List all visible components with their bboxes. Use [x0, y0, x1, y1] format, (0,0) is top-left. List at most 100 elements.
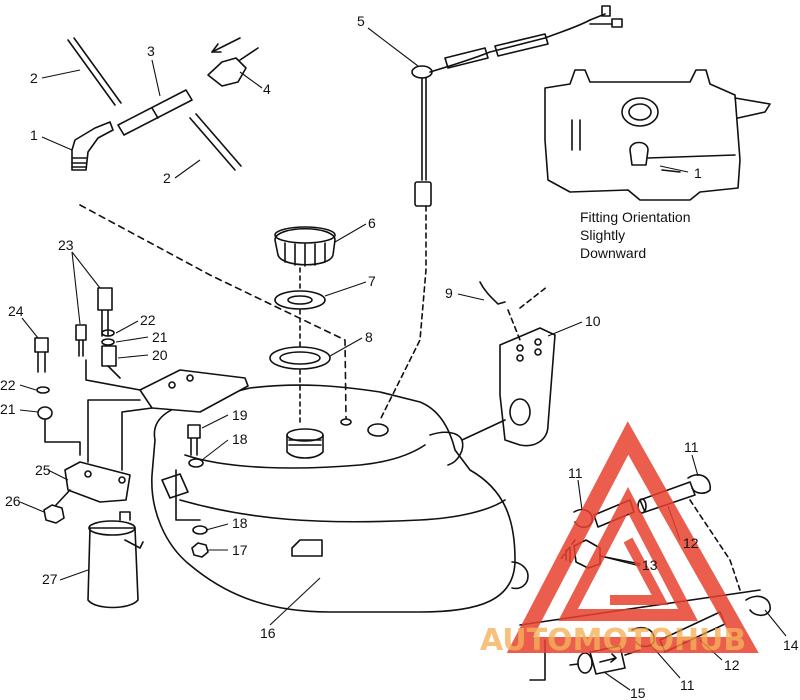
fuel-filter [87, 527, 139, 609]
callout-12-a: 12 [683, 535, 699, 551]
watermark-text: AUTOMOTOHUB [480, 623, 746, 658]
side-bracket-hole-b [534, 338, 542, 346]
sender-float [414, 181, 432, 207]
inset-tank-tab [734, 97, 771, 119]
leader-19 [201, 414, 229, 429]
callout-10: 10 [585, 313, 601, 329]
note-line-1: Fitting Orientation [580, 209, 691, 225]
bolt-19-leader [175, 469, 201, 521]
tank-vent-fitting [340, 418, 352, 426]
leader-15 [603, 671, 631, 691]
leader-14 [764, 609, 787, 637]
inset-fitting [629, 141, 649, 166]
hose-clamp-spring-upper [67, 37, 122, 106]
callout-24: 24 [8, 303, 24, 319]
lockwasher-left [37, 406, 53, 420]
sender-sleeve [444, 33, 549, 69]
callout-13: 13 [642, 557, 658, 573]
leader-24 [21, 317, 39, 339]
note-line-3: Downward [580, 245, 646, 261]
watermark-triangle-inner [558, 487, 698, 621]
inset-fitting-line [647, 154, 736, 159]
callout-5: 5 [357, 13, 365, 29]
side-bracket-slot [509, 398, 531, 426]
filler-neck-body [286, 434, 324, 459]
inset-arrow [661, 169, 681, 173]
callout-8: 8 [365, 329, 373, 345]
inset-tank-outline [544, 69, 741, 201]
filter-bracket-hole-a [84, 470, 92, 478]
callout-14: 14 [783, 637, 799, 653]
elbow-leader [79, 204, 347, 419]
callout-17: 17 [232, 542, 248, 558]
leader-23a [71, 251, 101, 289]
leader-22a [115, 320, 139, 334]
automotohub-watermark: AUTOMOTOHUB [480, 421, 759, 658]
fuel-cap-ridges [284, 242, 326, 267]
fuel-filter-top [88, 520, 136, 536]
leader-25 [47, 469, 69, 481]
sender-connector-a [601, 5, 611, 17]
cap-gasket-outer [274, 290, 326, 310]
bolt-long [97, 287, 113, 337]
bolt-left [34, 337, 49, 373]
leader-16 [269, 577, 321, 626]
watermark-triangle-outer [506, 421, 759, 653]
tank-side-spout [511, 561, 529, 590]
nut-17 [191, 542, 209, 558]
callout-9: 9 [445, 285, 453, 301]
nut-26-leader [55, 489, 71, 506]
note-line-2: Slightly [580, 227, 625, 243]
callout-4: 4 [263, 81, 271, 97]
side-bracket-leader [461, 419, 506, 441]
filter-bracket [64, 461, 131, 503]
callout-26: 26 [5, 493, 21, 509]
bolt-lockwasher [101, 338, 115, 346]
side-bracket [499, 327, 556, 447]
bolt-19 [187, 424, 201, 456]
leader-20 [117, 354, 149, 359]
callout-15: 15 [630, 685, 646, 700]
inset-filler-inner [628, 103, 652, 121]
flow-arrow-head [211, 43, 222, 53]
filter-bracket-hole-b [118, 476, 126, 484]
side-bracket-hole-a [516, 344, 524, 352]
callout-12-b: 12 [724, 657, 740, 673]
callout-16: 16 [260, 625, 276, 641]
fuel-tank [151, 384, 516, 613]
callout-20: 20 [152, 347, 168, 363]
cable-tie-dash [507, 285, 549, 341]
callout-22-a: 22 [140, 312, 156, 328]
leader-5 [367, 27, 419, 67]
leader-6 [334, 223, 367, 243]
cap-gasket-inner [287, 295, 313, 305]
callout-25: 25 [35, 462, 51, 478]
hose-upper-right [639, 481, 696, 513]
filler-neck-threads [288, 439, 322, 446]
cable-tie [479, 281, 506, 305]
washer-left [36, 386, 50, 394]
leader-11b [691, 454, 699, 477]
check-valve-stem [239, 47, 259, 61]
leader-3 [151, 59, 161, 97]
bracket-leaders [44, 359, 141, 456]
sender-wire-harness [429, 19, 591, 73]
callout-19: 19 [232, 407, 248, 423]
leader-7 [324, 281, 367, 297]
elbow-threads [71, 157, 87, 168]
hose-clamp-spring-lower [189, 113, 242, 171]
leader-9 [457, 293, 485, 301]
leader-18b [205, 523, 229, 531]
sender-fitting [367, 423, 389, 437]
leader-21b [19, 409, 39, 413]
leader-23b [71, 251, 81, 325]
sender-connector-b [611, 18, 623, 28]
nut-26 [43, 504, 65, 524]
bracket-to-tank-leader [87, 399, 153, 471]
leader-27 [59, 569, 89, 581]
callout-6: 6 [368, 215, 376, 231]
hose-upper-right-end [637, 498, 647, 514]
inset-filler-outer [621, 97, 659, 127]
callout-21-a: 21 [152, 329, 168, 345]
